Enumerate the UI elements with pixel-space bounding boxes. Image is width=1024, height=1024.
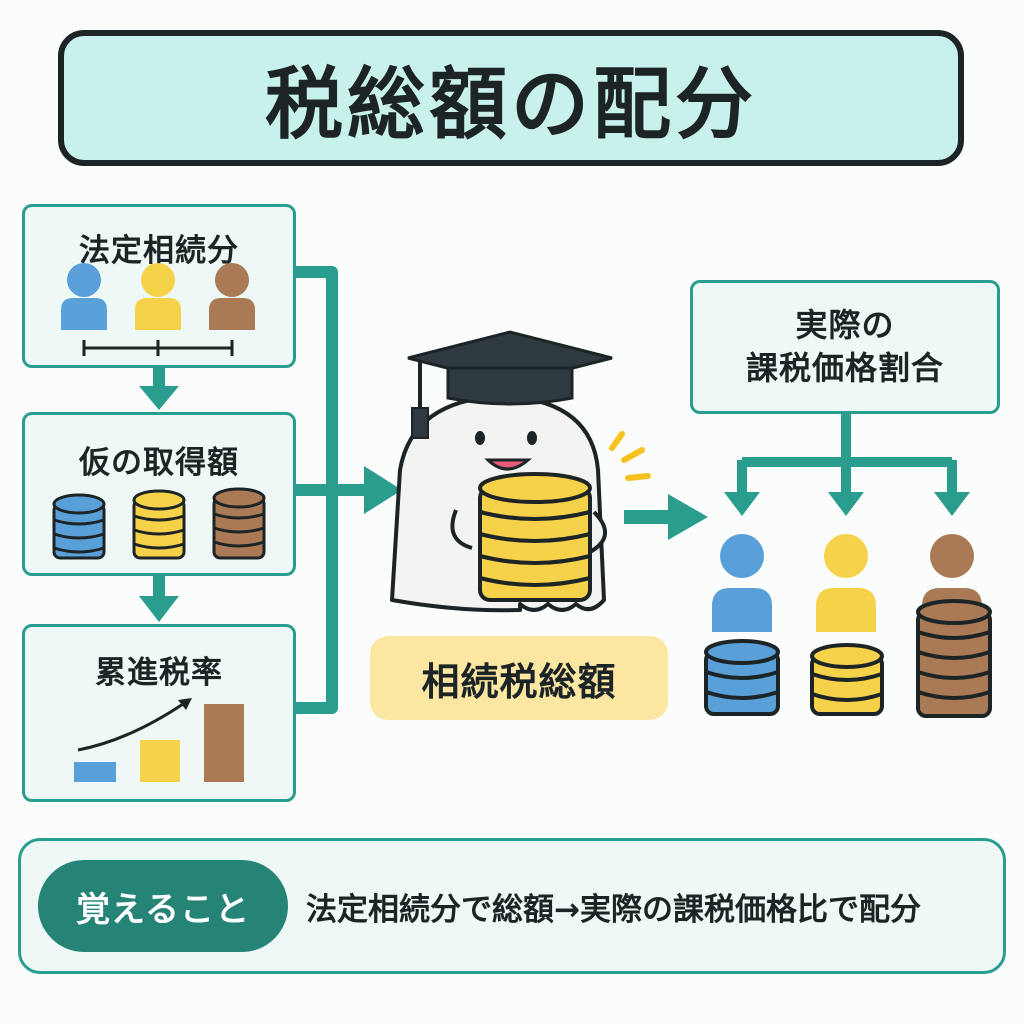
- total-tax-label: 相続税総額: [370, 636, 668, 720]
- ratio-line-1: 実際の: [795, 305, 895, 344]
- share-scale-bar: [82, 340, 234, 356]
- memo-text: 法定相続分で総額→実際の課税価格比で配分: [306, 891, 921, 928]
- ratio-line-2: 課税価格割合: [745, 349, 944, 387]
- coin-stack-icon-brown: [212, 487, 266, 560]
- person-icon-yellow-heir: [816, 534, 876, 632]
- arrow-icon-to-ratio: [624, 494, 708, 540]
- person-icon-blue: [61, 263, 107, 330]
- coin-stack-icon-blue-allocated: [704, 639, 780, 716]
- memo-badge: 覚えること: [38, 860, 288, 952]
- person-icon-blue-heir: [712, 534, 772, 632]
- person-icon-brown: [209, 263, 255, 330]
- page-title: 税総額の配分: [264, 60, 757, 150]
- coin-stack-icon-yellow-allocated: [810, 643, 884, 716]
- sparkle-icon: [609, 431, 651, 481]
- bar-chart-icon: [74, 698, 244, 782]
- coin-stack-icon-brown-allocated: [916, 599, 992, 718]
- coin-stack-icon-yellow: [132, 489, 186, 560]
- step-label-provisional-amount: 仮の取得額: [79, 445, 239, 481]
- actual-ratio-box: 実際の 課税価格割合: [690, 280, 1000, 414]
- arrow-icon-to-total: [364, 466, 402, 514]
- step-label-progressive-rate: 累進税率: [95, 655, 223, 691]
- coin-stack-icon-large: [478, 472, 592, 602]
- step-label-statutory-share: 法定相続分: [79, 233, 239, 269]
- person-icon-yellow: [135, 263, 181, 330]
- arrow-icon-step2-to-step3: [139, 576, 179, 622]
- distribution-arrowheads: [724, 492, 970, 516]
- arrow-icon-step1-to-step2: [139, 368, 179, 410]
- coin-stack-icon-blue: [52, 493, 106, 560]
- connector-arrow-to-total: [296, 266, 368, 714]
- distribution-connector: [737, 414, 957, 494]
- title-banner: 税総額の配分: [58, 30, 964, 166]
